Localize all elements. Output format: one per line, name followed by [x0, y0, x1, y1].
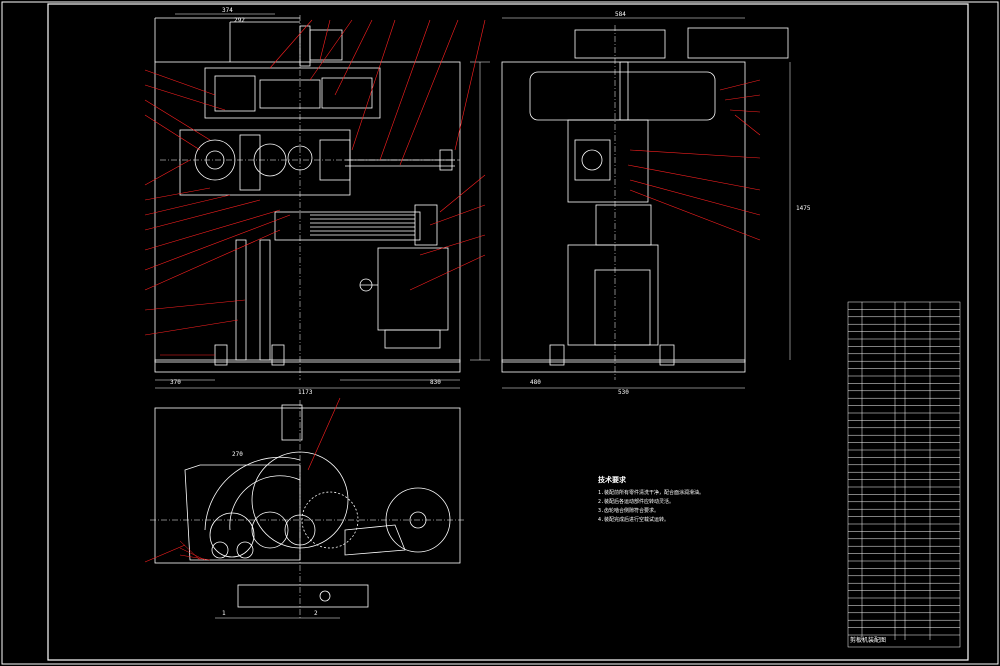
plan-base-bar — [237, 584, 369, 608]
plan-hatch — [179, 540, 211, 561]
tech-note-2: 2.装配后各运动部件应转动灵活。 — [598, 498, 674, 505]
support-column-right — [259, 239, 271, 361]
gearbox-housing — [204, 67, 381, 119]
side-gearbox — [567, 119, 649, 203]
tech-notes-title: 技术要求 — [598, 475, 627, 484]
top-bracket — [309, 29, 343, 61]
plan-leaders — [144, 397, 341, 563]
bom-table — [847, 301, 961, 648]
front-view — [154, 13, 490, 389]
side-cabinet — [501, 61, 746, 363]
motor-body — [377, 247, 449, 331]
dim-side-530: 530 — [618, 389, 629, 396]
side-view — [501, 17, 791, 389]
dim-top-292: 292 — [234, 17, 245, 24]
dim-side-480: 480 — [530, 379, 541, 386]
front-base-plate — [154, 359, 461, 373]
plan-view — [150, 400, 465, 620]
tech-note-1: 1.装配前所有零件清洗干净，配合面涂润滑油。 — [598, 489, 704, 496]
dim-bottom-830: 830 — [430, 379, 441, 386]
plan-cabinet — [154, 407, 461, 564]
dim-bottom-370: 370 — [170, 379, 181, 386]
dim-side-584: 584 — [615, 11, 626, 18]
drawing-frame — [47, 3, 969, 661]
front-leaders — [144, 19, 486, 356]
side-upper-shaft-housing — [529, 71, 716, 121]
side-leaders — [627, 79, 761, 241]
dim-side-1475: 1475 — [796, 205, 811, 212]
front-cabinet — [154, 61, 461, 363]
dim-plan-1: 1 — [222, 610, 226, 617]
side-roller-block — [595, 204, 652, 246]
side-top-motor — [574, 29, 666, 59]
tech-note-3: 3.齿轮啮合侧隙符合要求。 — [598, 507, 659, 514]
dim-plan-270: 270 — [232, 451, 243, 458]
dim-bottom-1173: 1173 — [298, 389, 313, 396]
side-column-body — [567, 244, 659, 346]
tech-note-4: 4.装配完成后进行空载试运转。 — [598, 516, 669, 523]
support-column-left — [235, 239, 247, 361]
dim-plan-2: 2 — [314, 610, 318, 617]
roller-drum — [274, 211, 421, 241]
dim-top-374: 374 — [222, 7, 233, 14]
bom-title: 剪板机装配图 — [850, 636, 886, 644]
